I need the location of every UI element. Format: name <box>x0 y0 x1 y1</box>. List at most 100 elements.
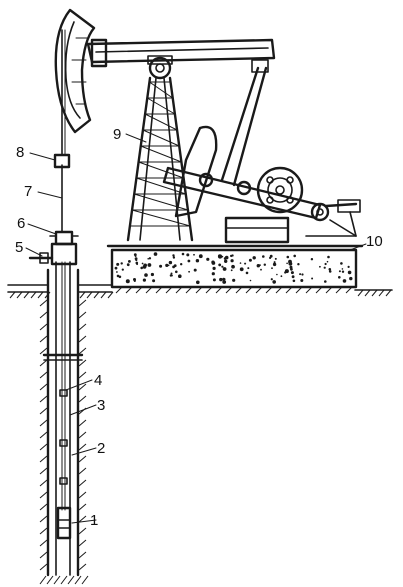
ground-hatching <box>9 289 392 299</box>
aggregate-dot <box>286 255 290 259</box>
aggregate-dot <box>211 272 215 276</box>
hatch-line <box>225 286 233 294</box>
aggregate-dot <box>211 261 216 265</box>
aggregate-dot <box>273 261 276 264</box>
leader-1 <box>71 519 97 524</box>
aggregate-dot <box>173 264 177 268</box>
gearbox-base <box>224 216 290 244</box>
hatch-line <box>195 286 203 294</box>
aggregate-dot <box>252 256 256 260</box>
aggregate-dot <box>175 270 178 274</box>
aggregate-dot <box>135 259 138 262</box>
tower-cross-bracing <box>129 81 191 227</box>
hatch-line <box>235 286 243 294</box>
hatch-line <box>335 286 343 294</box>
aggregate-dot <box>259 264 261 266</box>
aggregate-dot <box>217 254 222 259</box>
aggregate-dot <box>348 272 351 275</box>
aggregate-dot <box>198 254 203 259</box>
hatch-line <box>9 291 16 299</box>
aggregate-dot <box>260 268 262 271</box>
hatch-line <box>100 291 107 299</box>
callout-4: 4 <box>94 372 102 389</box>
aggregate-dot <box>324 280 327 283</box>
hatch-line <box>39 395 48 403</box>
aggregate-dot <box>272 280 277 284</box>
hatch-line <box>39 455 48 463</box>
aggregate-dot <box>142 278 146 282</box>
hatch-line <box>39 563 48 571</box>
hatch-line <box>39 359 48 367</box>
aggregate-dot <box>186 253 190 257</box>
hatch-line <box>155 286 163 294</box>
aggregate-dot <box>120 262 123 265</box>
aggregate-dot <box>262 255 265 258</box>
aggregate-dot <box>118 275 122 279</box>
hatch-line <box>39 515 48 523</box>
motor <box>337 199 361 213</box>
callout-1: 1 <box>90 512 98 529</box>
aggregate-dot <box>218 263 222 267</box>
aggregate-dot <box>136 263 139 266</box>
aggregate-dot <box>288 261 293 266</box>
hatch-line <box>78 395 87 403</box>
hatch-line <box>39 551 48 559</box>
aggregate-dot <box>300 279 304 282</box>
tower-brace <box>140 145 182 163</box>
leader-6 <box>27 223 57 235</box>
aggregate-dot <box>195 259 200 263</box>
leader-9 <box>125 133 147 143</box>
aggregate-dot <box>230 259 234 263</box>
callout-10: 10 <box>366 233 383 250</box>
aggregate-dot <box>290 267 293 271</box>
aggregate-dot <box>150 272 154 277</box>
aggregate-dot <box>297 263 300 266</box>
aggregate-dot <box>219 277 223 282</box>
hatch-line <box>39 527 48 535</box>
aggregate-dot <box>178 274 182 279</box>
aggregate-dot <box>181 252 185 256</box>
aggregate-dot <box>125 279 130 284</box>
aggregate-dot <box>342 279 347 283</box>
hatch-line <box>39 479 48 487</box>
aggregate-dot <box>232 278 236 282</box>
tower-brace <box>131 209 191 227</box>
aggregate-dot <box>126 263 130 267</box>
gearbox-wheel <box>256 166 304 214</box>
hatch-line <box>39 311 48 319</box>
aggregate-dot <box>127 260 131 263</box>
aggregate-dot <box>245 271 249 275</box>
hatch-line <box>74 575 82 585</box>
hatch-line <box>78 491 87 499</box>
callout-8: 8 <box>16 144 24 161</box>
aggregate-dot <box>116 262 120 266</box>
well-bore <box>39 261 89 585</box>
aggregate-dot <box>170 272 173 275</box>
aggregate-dot <box>340 262 343 265</box>
aggregate-dot <box>141 262 144 265</box>
aggregate-dot <box>230 254 233 258</box>
aggregate-dot <box>341 270 345 273</box>
hatch-line <box>325 286 333 294</box>
aggregate-dot <box>172 254 175 257</box>
hatch-line <box>86 291 93 299</box>
ground-surface <box>7 284 393 299</box>
aggregate-dot <box>270 278 273 281</box>
tower-brace <box>144 113 178 131</box>
aggregate-dot <box>284 269 289 274</box>
hatch-line <box>115 286 123 294</box>
aggregate-dot <box>212 266 216 270</box>
hatch-line <box>78 431 87 439</box>
aggregate-dot <box>271 267 273 270</box>
hatch-line <box>145 286 153 294</box>
walking-beam <box>86 38 276 80</box>
tower-brace <box>148 81 174 99</box>
hatch-line <box>30 291 37 299</box>
hatch-line <box>81 575 89 585</box>
aggregate-dot <box>222 280 227 284</box>
hatch-line <box>23 291 30 299</box>
aggregate-dot <box>180 263 183 266</box>
hatch-line <box>39 443 48 451</box>
hatch-line <box>78 515 87 523</box>
hatch-line <box>78 467 87 475</box>
